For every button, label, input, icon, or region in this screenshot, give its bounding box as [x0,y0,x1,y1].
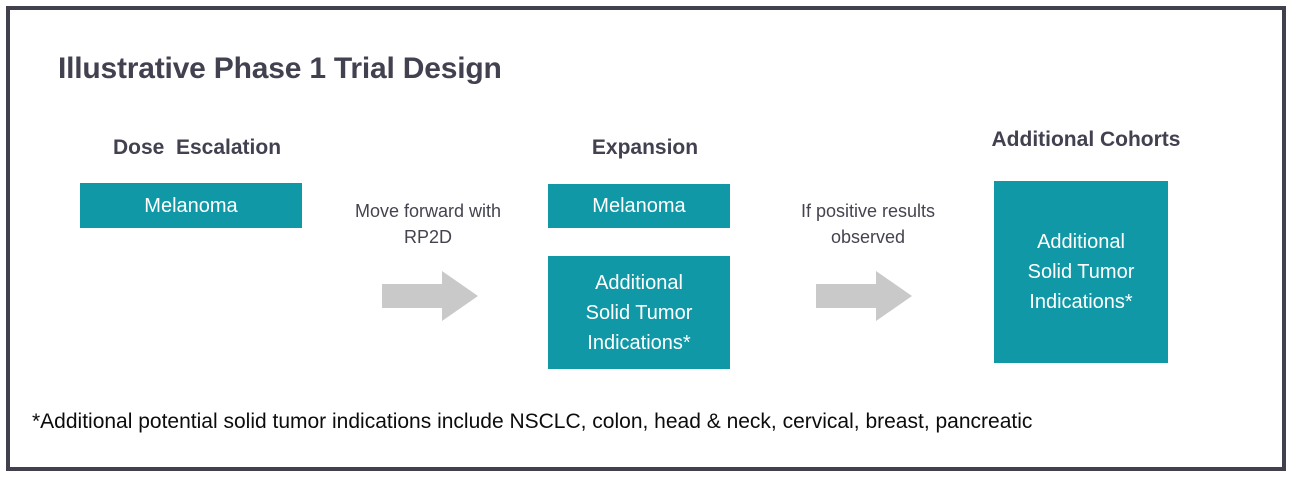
box-additional-cohorts-solid-tumor: Additional Solid Tumor Indications* [994,181,1168,363]
box-line-text: Indications* [587,331,691,354]
box-text-block: Additional Solid Tumor Indications* [1028,227,1135,317]
box-expansion-melanoma: Melanoma [548,184,730,228]
box-line-text: Indications* [1029,291,1133,313]
connector-label-line2: observed [830,227,906,247]
box-line-text: Additional [1037,231,1125,253]
column-header-dose-escalation: Dose Escalation [112,136,282,159]
box-expansion-additional-solid-tumor: Additional Solid Tumor Indications* [548,256,730,369]
box-line-text: Additional [595,271,683,294]
box-line-text: Solid Tumor [1027,261,1135,283]
box-line-text: Solid Tumor [585,301,693,324]
connector-label-move-forward: Move forward with RP2D [322,198,534,250]
column-header-expansion: Expansion [591,136,699,159]
box-line-text: Melanoma [144,194,238,217]
connector-label-if-positive-results: If positive results observed [762,198,974,250]
right-arrow-icon [382,271,478,321]
right-arrow-icon [816,271,912,321]
connector-label-line2: RP2D [403,227,452,247]
diagram-canvas: Illustrative Phase 1 Trial Design Dose E… [10,10,1282,467]
connector-label-line1: If positive results [800,201,936,221]
box-dose-escalation-melanoma: Melanoma [80,183,302,228]
footnote-text: *Additional potential solid tumor indica… [32,410,1033,433]
connector-label-line1: Move forward with [354,201,502,221]
box-text-block: Additional Solid Tumor Indications* [586,268,693,358]
column-header-additional-cohorts: Additional Cohorts [991,128,1181,151]
slide-frame: Illustrative Phase 1 Trial Design Dose E… [6,6,1286,471]
page-title: Illustrative Phase 1 Trial Design [58,52,502,85]
box-line-text: Melanoma [592,195,686,217]
